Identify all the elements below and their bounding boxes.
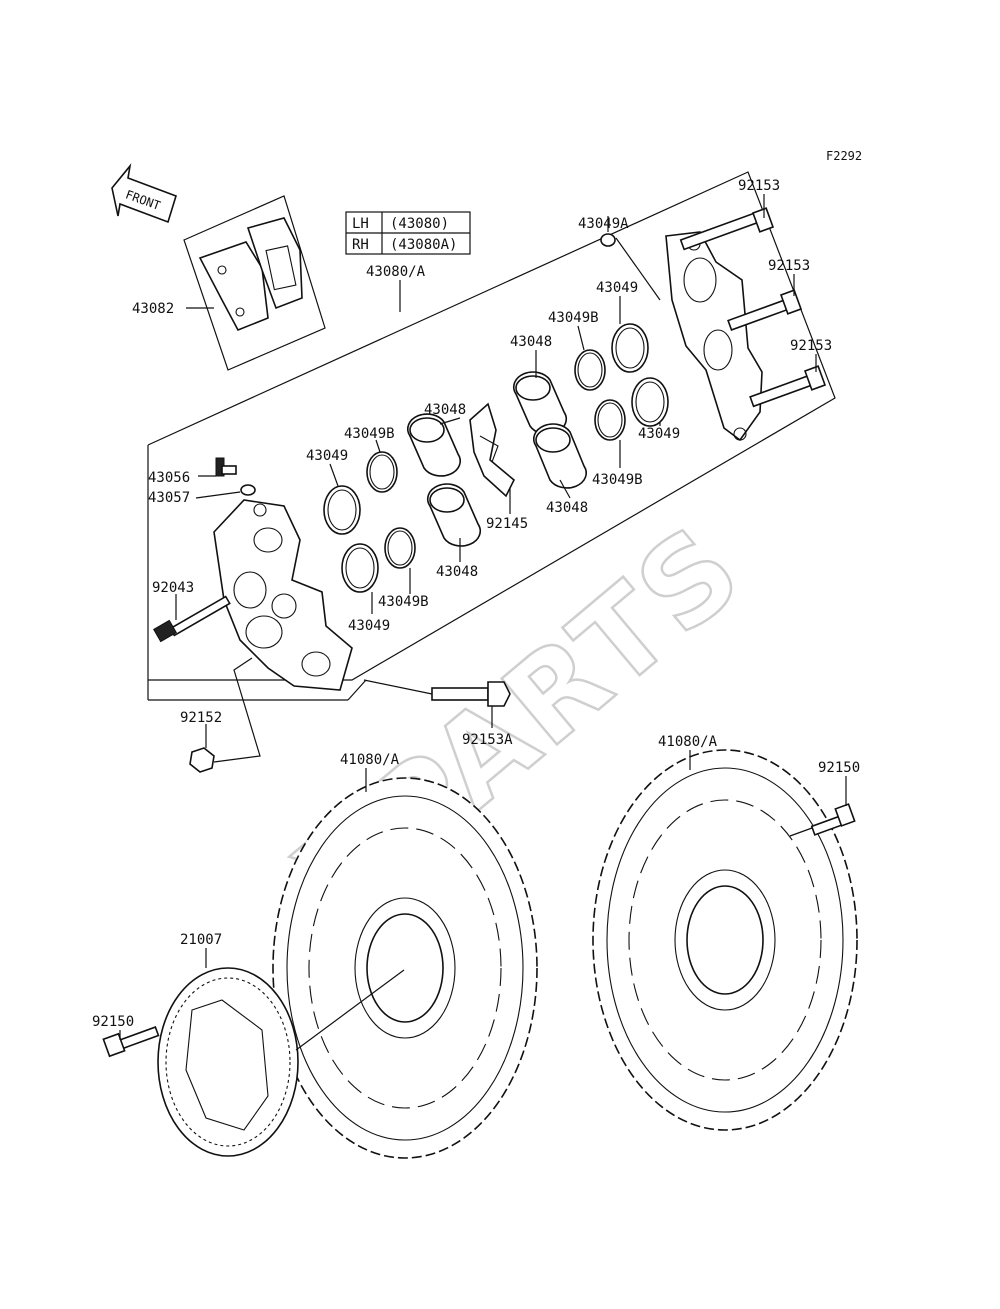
lh-label: LH [352, 216, 369, 232]
label-43048-top: 43048 [510, 334, 552, 350]
figure-code: F2292 [826, 149, 862, 163]
seal-43049-right [631, 377, 669, 427]
leader-lines [119, 194, 847, 1040]
rh-part: (43080A) [390, 237, 457, 253]
label-43056: 43056 [148, 470, 190, 486]
right-caliper-half [665, 231, 763, 442]
piston-43048-low [427, 483, 481, 547]
piston-43048-right [533, 423, 587, 489]
label-43049-top: 43049 [596, 280, 638, 296]
pad-spring-92145 [469, 402, 515, 498]
label-92153a: 92153A [462, 732, 513, 748]
label-41080a-left: 41080/A [340, 752, 400, 768]
seal-43049b-right [594, 399, 626, 441]
seal-43049-top [611, 323, 649, 373]
bolt-92150-left [102, 1026, 160, 1058]
lh-rh-table: LH (43080) RH (43080A) [345, 211, 471, 255]
label-92153-2: 92153 [768, 258, 810, 274]
bolt-92153a [363, 679, 511, 707]
label-43049b-right: 43049B [592, 472, 643, 488]
label-43048-low: 43048 [436, 564, 478, 580]
part-labels: 43082 43080/A 43049A 92153 92153 92153 4… [92, 178, 860, 1030]
label-43049-mid: 43049 [306, 448, 348, 464]
seal-43049-mid [323, 485, 361, 535]
front-arrow-icon: FRONT [111, 163, 177, 224]
label-92153-3: 92153 [790, 338, 832, 354]
label-92152: 92152 [180, 710, 222, 726]
cap-43057 [240, 484, 256, 496]
label-92150-right: 92150 [818, 760, 860, 776]
left-caliper-half [213, 499, 353, 691]
label-43080a: 43080/A [366, 264, 426, 280]
seal-43049b-top [574, 349, 606, 391]
brake-disc-right [592, 749, 858, 1131]
piston-43048-mid [407, 413, 461, 477]
label-43048-right: 43048 [546, 500, 588, 516]
seal-43049b-mid [366, 451, 398, 493]
label-43057: 43057 [148, 490, 190, 506]
washer-43049a [600, 233, 616, 247]
seal-43049-low [341, 543, 379, 593]
label-43082: 43082 [132, 301, 174, 317]
label-43049a: 43049A [578, 216, 629, 232]
sensor-rotor-21007 [157, 967, 405, 1157]
label-43049-low: 43049 [348, 618, 390, 634]
label-92145: 92145 [486, 516, 528, 532]
nut-92152 [189, 657, 261, 773]
label-92150-left: 92150 [92, 1014, 134, 1030]
pin-92043 [153, 595, 231, 643]
brake-disc-left [272, 777, 538, 1159]
label-43049-right: 43049 [638, 426, 680, 442]
label-43049b-mid: 43049B [344, 426, 395, 442]
bleeder-valve-43056 [215, 457, 237, 477]
label-43049b-top: 43049B [548, 310, 599, 326]
label-92043: 92043 [152, 580, 194, 596]
label-21007: 21007 [180, 932, 222, 948]
lh-part: (43080) [390, 216, 449, 232]
label-41080a-right: 41080/A [658, 734, 718, 750]
label-43049b-low: 43049B [378, 594, 429, 610]
brake-pads-box [183, 195, 326, 371]
bolt-92153-3 [749, 365, 827, 408]
rh-label: RH [352, 237, 369, 253]
bolt-92153-1 [679, 207, 775, 251]
seal-43049b-low [384, 527, 416, 569]
bolt-92153-2 [727, 289, 803, 331]
piston-43048-top [513, 371, 567, 435]
label-43048-mid: 43048 [424, 402, 466, 418]
bolt-92150-right [789, 803, 856, 837]
label-92153-1: 92153 [738, 178, 780, 194]
